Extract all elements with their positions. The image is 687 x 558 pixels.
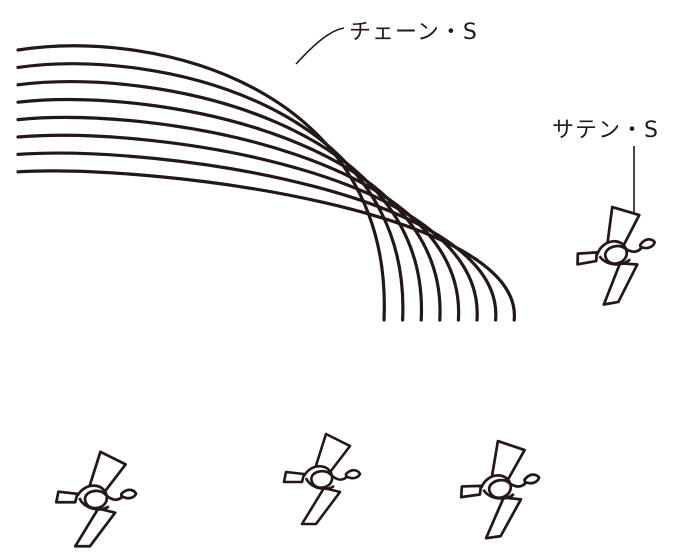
chain-arc-line: [18, 100, 440, 320]
chain-arc-line: [18, 153, 496, 320]
satin-stitch-label: サテン・S: [552, 112, 659, 144]
bird-3: [454, 436, 546, 541]
bird-1: [56, 452, 136, 547]
chain-arc-line: [18, 117, 459, 320]
bird-2: [284, 434, 360, 524]
chain-leader-line: [296, 28, 344, 64]
chain-arc-line: [18, 64, 403, 320]
chain-stitch-label: チェーン・S: [349, 14, 478, 46]
chain-stitch-arcs: [18, 46, 514, 320]
bird-satin: [569, 201, 664, 308]
chain-arc-line: [18, 46, 384, 320]
